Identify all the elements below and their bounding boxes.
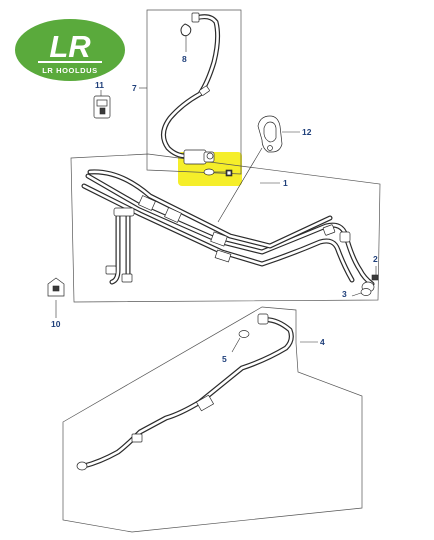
callout-5: 5 (222, 354, 227, 364)
callout-1: 1 (283, 178, 288, 188)
o-ring-part-3 (351, 288, 372, 297)
seal-part-8 (180, 23, 192, 52)
callout-2: 2 (373, 254, 378, 264)
callout-4: 4 (320, 337, 325, 347)
callout-labels: 1 2 3 4 5 7 8 10 11 12 (51, 54, 378, 364)
callout-12: 12 (302, 127, 312, 137)
group-box-1 (70, 153, 381, 303)
pipe-assembly-part-1 (81, 169, 375, 293)
logo-ellipse (13, 17, 127, 83)
callout-8: 8 (182, 54, 187, 64)
clip-part-11 (93, 90, 111, 119)
group-box-7 (146, 9, 242, 175)
group-box-4 (62, 306, 363, 533)
callout-7: 7 (132, 83, 137, 93)
hose-part-7 (161, 12, 233, 177)
bracket-part-10 (47, 277, 65, 318)
callout-10: 10 (51, 319, 61, 329)
logo-main-text: LR (49, 29, 91, 64)
logo-sub-text: LR HOOLDUS (42, 66, 98, 75)
o-ring-part-7b (203, 168, 226, 176)
callout-3: 3 (342, 289, 347, 299)
pipe-part-4 (76, 313, 294, 471)
o-ring-part-5 (231, 330, 250, 353)
lr-hooldus-logo: LR LR HOOLDUS (13, 17, 127, 83)
bracket-part-12 (257, 115, 300, 153)
bolt-part-2 (371, 266, 379, 281)
callout-11: 11 (95, 80, 104, 90)
